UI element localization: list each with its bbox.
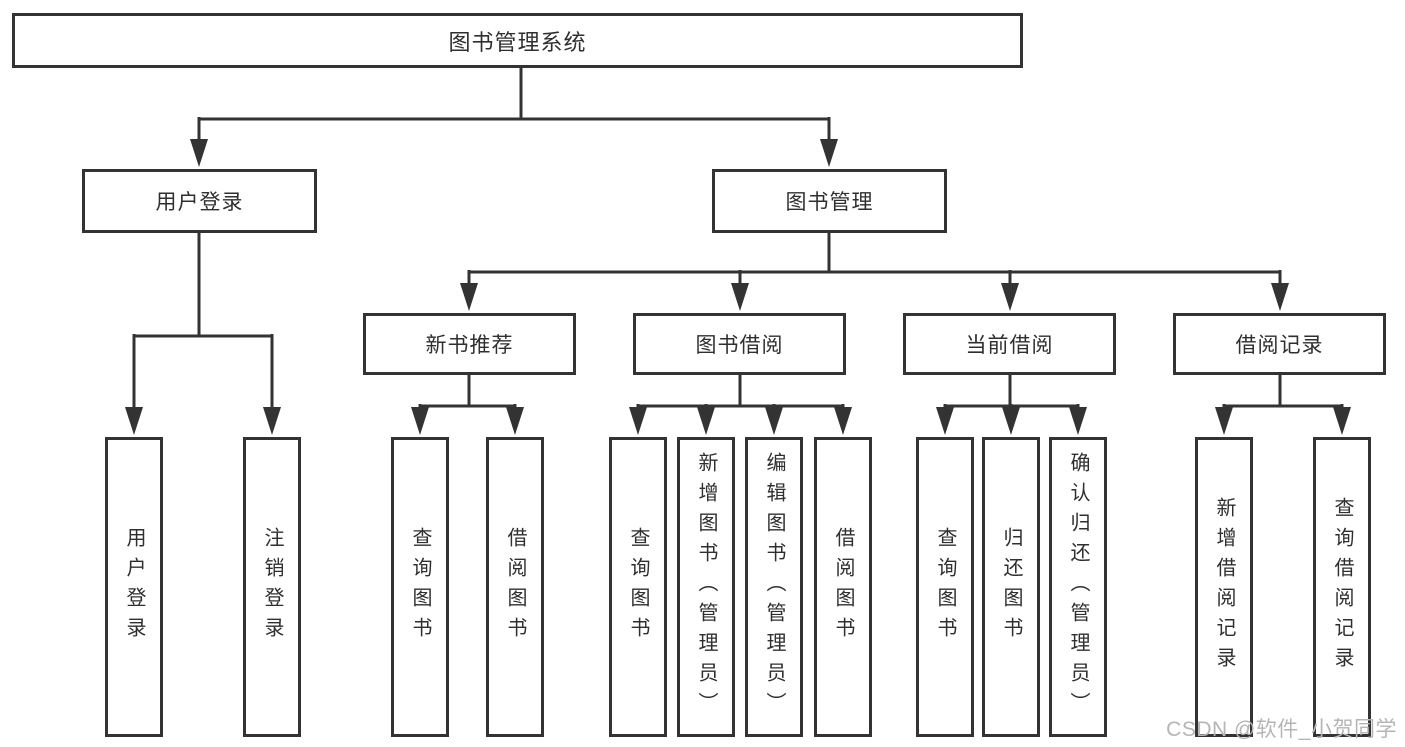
leaf-query-books-current: 查询图书 <box>916 437 974 737</box>
node-root: 图书管理系统 <box>12 13 1023 68</box>
leaf-logout-label: 注销登录 <box>261 527 283 647</box>
node-current-borrow-label: 当前借阅 <box>965 334 1054 357</box>
leaf-query-books-borrow: 查询图书 <box>609 437 667 737</box>
leaf-borrow-books-recommend-label: 借阅图书 <box>504 527 526 647</box>
leaf-confirm-return-admin: 确认归还（管理员） <box>1049 437 1107 737</box>
leaf-borrow-books-label: 借阅图书 <box>832 527 854 647</box>
leaf-borrow-books: 借阅图书 <box>814 437 872 737</box>
leaf-query-borrow-record-label: 查询借阅记录 <box>1331 497 1353 677</box>
node-root-label: 图书管理系统 <box>448 29 587 55</box>
leaf-add-book-admin-label: 新增图书（管理员） <box>695 452 717 722</box>
leaf-query-books-current-label: 查询图书 <box>934 527 956 647</box>
leaf-user-login: 用户登录 <box>105 437 163 737</box>
leaf-edit-book-admin-label: 编辑图书（管理员） <box>763 452 785 722</box>
node-borrow-records-label: 借阅记录 <box>1235 334 1324 357</box>
node-new-book-recommend: 新书推荐 <box>363 313 576 375</box>
node-book-management: 图书管理 <box>712 169 947 233</box>
leaf-add-borrow-record: 新增借阅记录 <box>1195 437 1253 737</box>
leaf-query-books-borrow-label: 查询图书 <box>627 527 649 647</box>
leaf-user-login-label: 用户登录 <box>123 527 145 647</box>
node-borrow-records: 借阅记录 <box>1173 313 1386 375</box>
leaf-confirm-return-admin-label: 确认归还（管理员） <box>1067 452 1089 722</box>
leaf-return-book-label: 归还图书 <box>1000 527 1022 647</box>
node-new-book-recommend-label: 新书推荐 <box>425 334 514 357</box>
leaf-borrow-books-recommend: 借阅图书 <box>486 437 544 737</box>
node-user-login-label: 用户登录 <box>155 191 244 214</box>
leaf-add-book-admin: 新增图书（管理员） <box>677 437 735 737</box>
node-book-management-label: 图书管理 <box>785 191 874 214</box>
leaf-return-book: 归还图书 <box>982 437 1040 737</box>
node-book-borrow: 图书借阅 <box>633 313 846 375</box>
leaf-add-borrow-record-label: 新增借阅记录 <box>1213 497 1235 677</box>
node-current-borrow: 当前借阅 <box>903 313 1116 375</box>
leaf-query-books-recommend: 查询图书 <box>391 437 449 737</box>
node-user-login: 用户登录 <box>82 169 317 233</box>
leaf-query-books-recommend-label: 查询图书 <box>409 527 431 647</box>
leaf-query-borrow-record: 查询借阅记录 <box>1313 437 1371 737</box>
node-book-borrow-label: 图书借阅 <box>695 334 784 357</box>
watermark: CSDN @软件_小贺同学 <box>1166 718 1397 741</box>
leaf-edit-book-admin: 编辑图书（管理员） <box>745 437 803 737</box>
leaf-logout: 注销登录 <box>243 437 301 737</box>
